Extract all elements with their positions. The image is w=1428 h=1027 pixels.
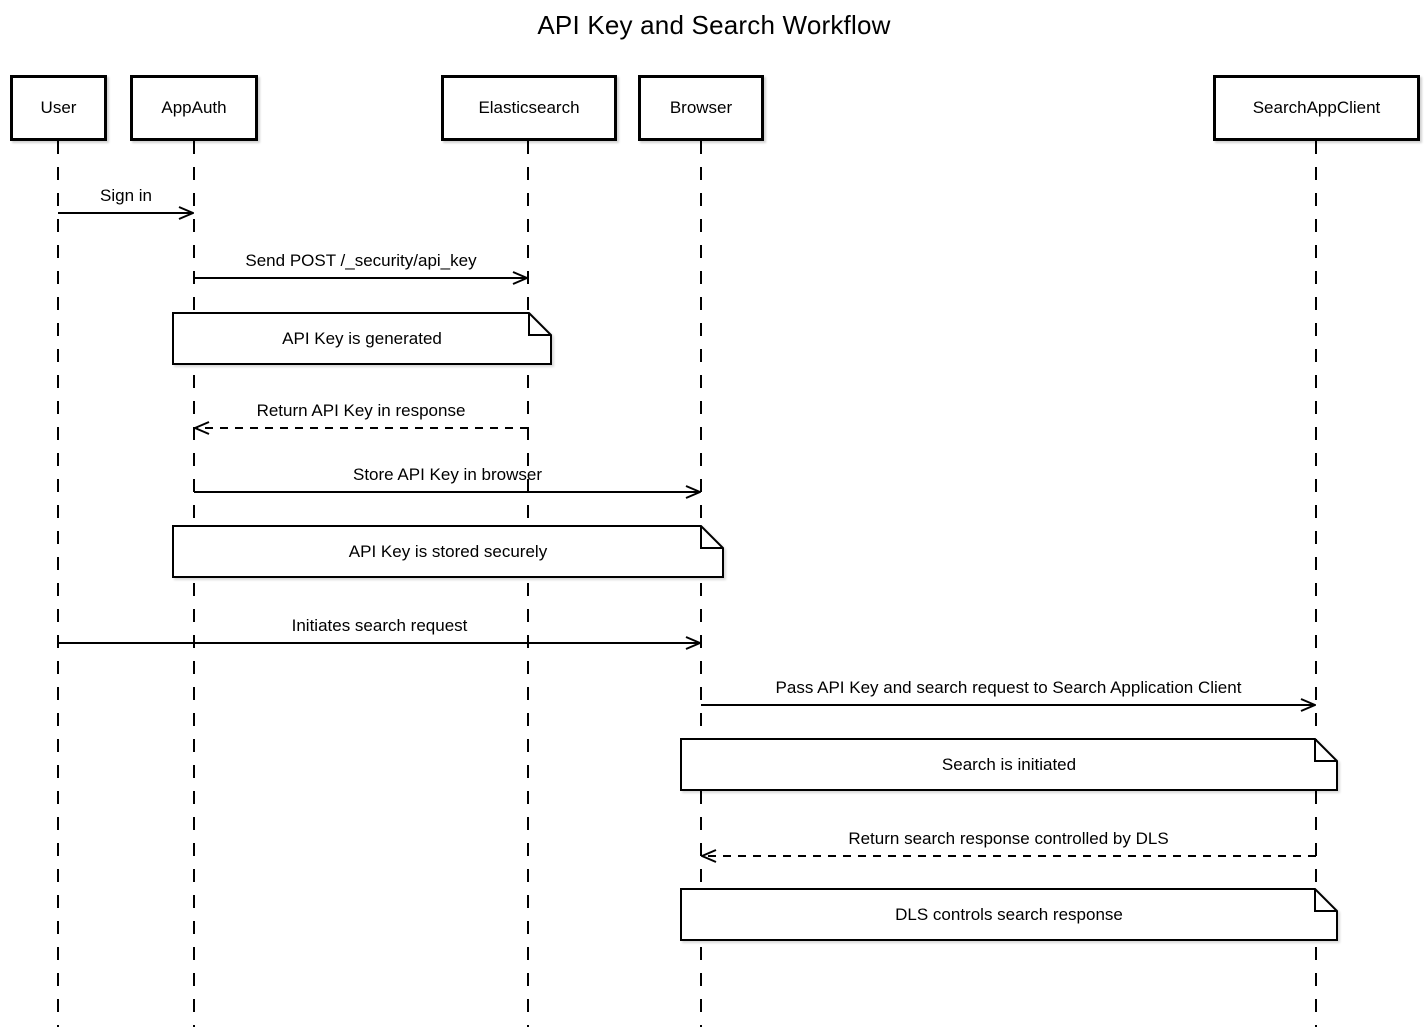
message-store-api-key-label: Store API Key in browser <box>353 465 542 484</box>
actor-appauth: AppAuth <box>130 75 258 141</box>
message-sign-in: Sign in <box>58 187 194 221</box>
actor-elasticsearch-label: Elasticsearch <box>478 98 580 117</box>
actor-elasticsearch: Elasticsearch <box>441 75 617 141</box>
note-outline <box>172 312 552 365</box>
actor-browser-label: Browser <box>669 98 733 117</box>
arrowhead-right-icon <box>178 206 194 220</box>
message-return-search-response-label: Return search response controlled by DLS <box>848 829 1169 848</box>
message-return-search-response-arrow <box>701 849 1316 863</box>
actor-appauth-label: AppAuth <box>161 98 227 117</box>
note-shape-icon <box>172 525 724 578</box>
arrowhead-left-icon <box>194 421 210 435</box>
note-shape-icon <box>680 888 1338 941</box>
message-return-api-key-label: Return API Key in response <box>256 401 466 420</box>
note-dls-controls-label: DLS controls search response <box>895 904 1123 924</box>
message-return-api-key-arrow <box>194 421 528 435</box>
note-shape-icon <box>172 312 552 365</box>
arrowhead-left-icon <box>701 849 717 863</box>
message-pass-api-key-arrow <box>701 698 1316 712</box>
note-search-initiated: Search is initiated <box>680 738 1338 791</box>
note-dls-controls: DLS controls search response <box>680 888 1338 941</box>
message-return-search-response: Return search response controlled by DLS <box>701 830 1316 864</box>
message-send-post-api-key: Send POST /_security/api_key <box>194 252 528 286</box>
message-store-api-key: Store API Key in browser <box>194 466 701 500</box>
lifeline-user <box>57 141 59 1027</box>
lifeline-appauth <box>193 141 195 1027</box>
message-initiates-search: Initiates search request <box>58 617 701 651</box>
actor-user-label: User <box>40 98 77 117</box>
note-fold-line <box>1314 739 1337 762</box>
note-outline <box>680 888 1338 941</box>
note-api-key-stored-label: API Key is stored securely <box>348 541 548 561</box>
note-shape-icon <box>680 738 1338 791</box>
message-send-post-api-key-label: Send POST /_security/api_key <box>245 251 477 270</box>
note-fold-line <box>700 526 723 549</box>
message-initiates-search-label: Initiates search request <box>291 616 468 635</box>
note-search-initiated-label: Search is initiated <box>941 754 1077 774</box>
message-pass-api-key: Pass API Key and search request to Searc… <box>701 679 1316 713</box>
message-pass-api-key-label: Pass API Key and search request to Searc… <box>775 678 1242 697</box>
message-sign-in-arrow <box>58 206 194 220</box>
arrowhead-right-icon <box>685 485 701 499</box>
note-api-key-generated-label: API Key is generated <box>282 328 442 348</box>
arrowhead-right-icon <box>512 271 528 285</box>
lifeline-searchappclient <box>1315 141 1317 1027</box>
actor-searchappclient: SearchAppClient <box>1213 75 1420 141</box>
note-api-key-generated: API Key is generated <box>172 312 552 365</box>
arrowhead-right-icon <box>1300 698 1316 712</box>
lifeline-elasticsearch <box>527 141 529 1027</box>
note-outline <box>172 525 724 578</box>
actor-searchappclient-label: SearchAppClient <box>1252 98 1381 117</box>
note-outline <box>680 738 1338 791</box>
note-fold-line <box>1314 889 1337 912</box>
message-send-post-api-key-arrow <box>194 271 528 285</box>
message-sign-in-label: Sign in <box>100 186 152 205</box>
lifeline-browser <box>700 141 702 1027</box>
diagram-title: API Key and Search Workflow <box>537 10 891 40</box>
message-return-api-key: Return API Key in response <box>194 402 528 436</box>
note-fold-line <box>528 313 551 336</box>
message-initiates-search-arrow <box>58 636 701 650</box>
arrowhead-right-icon <box>685 636 701 650</box>
note-api-key-stored: API Key is stored securely <box>172 525 724 578</box>
actor-browser: Browser <box>638 75 764 141</box>
actor-user: User <box>10 75 107 141</box>
message-store-api-key-arrow <box>194 485 701 499</box>
